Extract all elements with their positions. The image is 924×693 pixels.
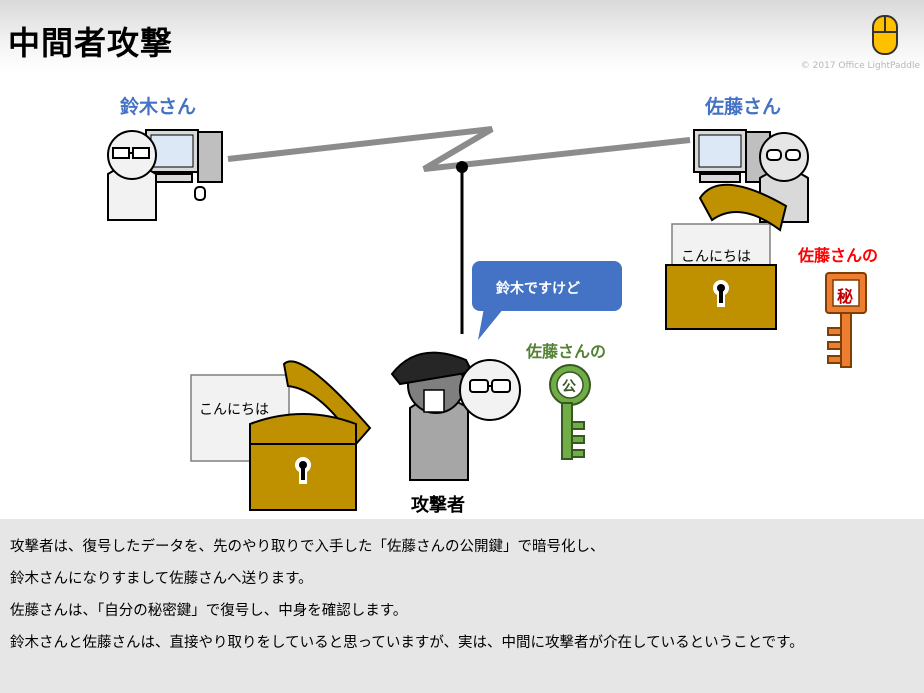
private-key-char: 秘 — [837, 287, 854, 306]
public-key-label: 佐藤さんの — [526, 342, 607, 361]
left-treasure-chest — [249, 360, 372, 511]
sato-computer-icon — [693, 129, 771, 183]
explanation-line: 鈴木さんになりすまして佐藤さんへ送ります。 — [10, 571, 313, 587]
suzuki-computer-icon — [145, 129, 223, 201]
attacker-label: 攻撃者 — [411, 495, 465, 516]
right-message-text: こんにちは — [681, 249, 751, 265]
right-treasure-chest — [665, 183, 788, 330]
attacker-icon — [390, 351, 521, 481]
network-line — [227, 126, 691, 172]
explanation-panel: 攻撃者は、復号したデータを、先のやり取りで入手した「佐藤さんの公開鍵」で暗号化し… — [0, 519, 924, 693]
speech-bubble — [472, 261, 622, 340]
suzuki-person-icon — [107, 130, 157, 221]
explanation-line: 鈴木さんと佐藤さんは、直接やり取りをしていると思っていますが、実は、中間に攻撃者… — [10, 635, 804, 651]
mouse-icon — [872, 15, 898, 55]
slide-title: 中間者攻撃 — [8, 24, 174, 62]
public-key-icon — [549, 364, 591, 460]
explanation-line: 攻撃者は、復号したデータを、先のやり取りで入手した「佐藤さんの公開鍵」で暗号化し… — [10, 539, 605, 555]
tap-point — [456, 161, 468, 173]
private-key-label: 佐藤さんの — [798, 246, 879, 265]
diagram-stage: 鈴木さん 佐藤さん こんにちは 佐藤さんの 秘 鈴木ですけど 佐藤さんの 公 こ… — [0, 72, 924, 519]
public-key-char: 公 — [562, 379, 576, 395]
sato-label: 佐藤さん — [705, 96, 782, 118]
slide-header: 中間者攻撃 © 2017 Office LightPaddle — [0, 0, 924, 72]
explanation-line: 佐藤さんは、「自分の秘密鍵」で復号し、中身を確認します。 — [10, 603, 408, 619]
left-message-text: こんにちは — [199, 402, 269, 418]
suzuki-label: 鈴木さん — [120, 96, 197, 118]
copyright: © 2017 Office LightPaddle — [800, 61, 920, 71]
speech-bubble-text: 鈴木ですけど — [496, 281, 580, 297]
private-key-icon — [825, 272, 867, 368]
